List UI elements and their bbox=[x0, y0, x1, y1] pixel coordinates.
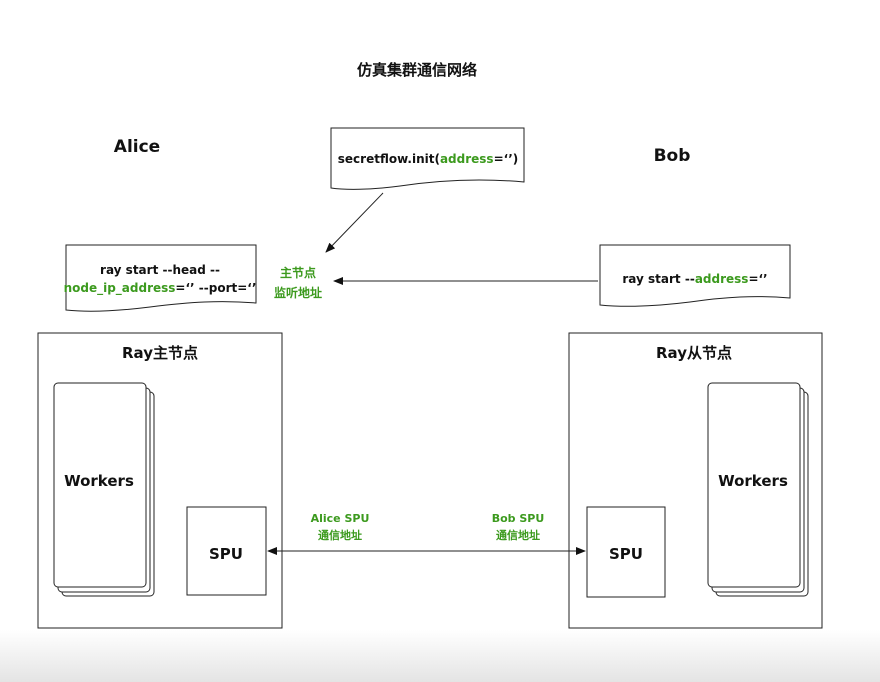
alice-cmd-line2: node_ip_address=‘’ --port=‘’ bbox=[64, 281, 257, 296]
alice-workers-label: Workers bbox=[64, 472, 134, 490]
bob-workers bbox=[707, 382, 801, 588]
alice-node-title: Ray主节点 bbox=[122, 344, 198, 362]
init-to-head-arrow bbox=[325, 192, 384, 253]
diagram-title: 仿真集群通信网络 bbox=[357, 61, 477, 79]
secretflow-init-text: secretflow.init(address=‘’) bbox=[338, 152, 518, 166]
alice-label: Alice bbox=[114, 137, 160, 157]
alice-cmd-line1: ray start --head -- bbox=[100, 263, 220, 277]
alice-spu-addr-line2: 通信地址 bbox=[318, 528, 362, 542]
alice-spu bbox=[186, 506, 267, 596]
bob-cmd-text: ray start --address=‘’ bbox=[622, 272, 767, 286]
bob-spu-label: SPU bbox=[609, 545, 643, 563]
head-listen-line2: 监听地址 bbox=[274, 285, 322, 300]
alice-workers bbox=[53, 382, 147, 588]
bob-spu-addr-line1: Bob SPU bbox=[492, 512, 545, 525]
bob-spu-addr-line2: 通信地址 bbox=[496, 528, 540, 542]
bob-spu bbox=[586, 506, 666, 598]
bob-node-title: Ray从节点 bbox=[656, 344, 732, 362]
secretflow-init-box bbox=[330, 127, 525, 190]
bob-workers-label: Workers bbox=[718, 472, 788, 490]
bob-ray-start-box bbox=[599, 244, 791, 307]
alice-spu-addr-line1: Alice SPU bbox=[311, 512, 370, 525]
bottom-fade bbox=[0, 630, 880, 682]
head-listen-line1: 主节点 bbox=[280, 265, 316, 280]
alice-spu-label: SPU bbox=[209, 545, 243, 563]
alice-ray-start-box bbox=[65, 244, 257, 312]
bob-label: Bob bbox=[654, 146, 691, 166]
